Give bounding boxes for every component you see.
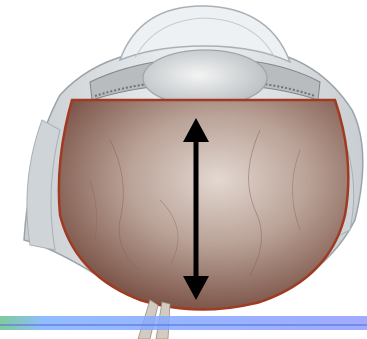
bottom-bar bbox=[0, 316, 367, 330]
lens bbox=[143, 50, 267, 106]
